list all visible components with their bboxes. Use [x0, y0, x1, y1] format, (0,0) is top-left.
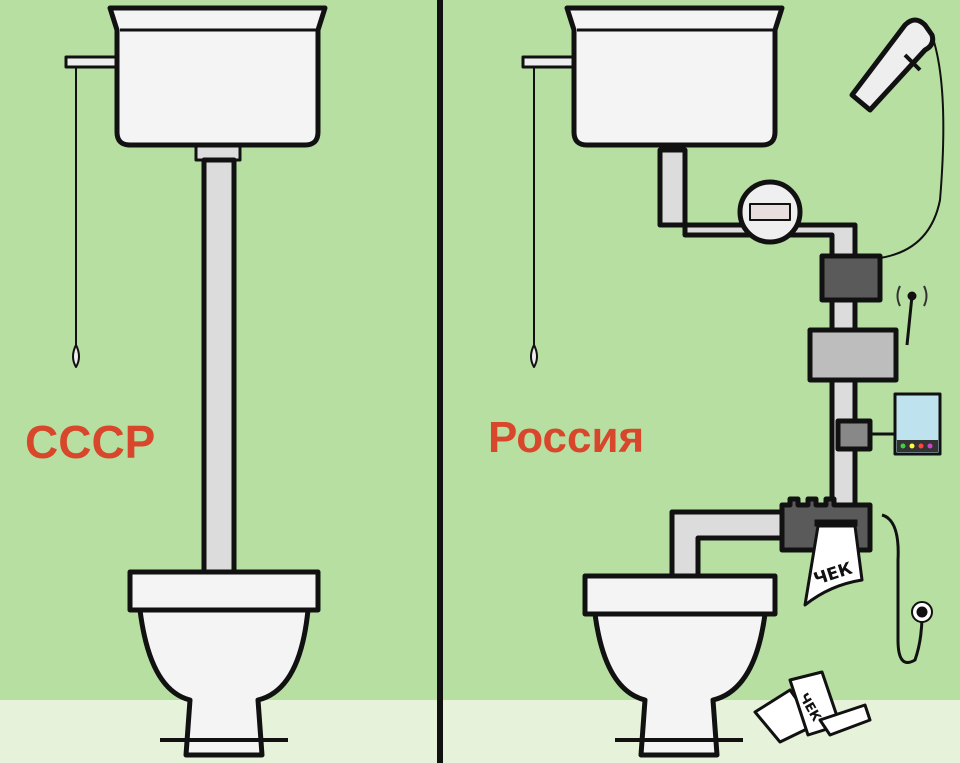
camera-cable — [879, 29, 945, 259]
meter-display — [749, 203, 791, 221]
caption-russia: Россия — [488, 413, 644, 462]
antenna — [905, 295, 914, 346]
left-toilet — [64, 5, 328, 758]
flush-lever — [64, 55, 120, 69]
flush-pipe — [201, 157, 237, 575]
panel-divider — [437, 0, 443, 763]
transmitter-box — [807, 327, 899, 383]
signal-waves — [896, 285, 928, 307]
control-box — [819, 253, 883, 303]
toilet-bowl — [592, 611, 768, 758]
toilet-seat — [127, 569, 321, 613]
flush-lever — [521, 55, 577, 69]
toilet-seat — [582, 573, 778, 617]
dropped-receipt — [818, 703, 872, 737]
chain-handle — [72, 344, 80, 368]
power-cord — [881, 513, 924, 664]
right-toilet — [521, 5, 945, 758]
caption-ussr: СССР — [25, 416, 155, 468]
receipt — [803, 524, 864, 607]
cistern — [564, 5, 785, 148]
cistern — [107, 5, 328, 148]
toilet-bowl — [137, 607, 311, 758]
chain-handle — [530, 344, 538, 368]
sensor-collar — [835, 418, 873, 452]
